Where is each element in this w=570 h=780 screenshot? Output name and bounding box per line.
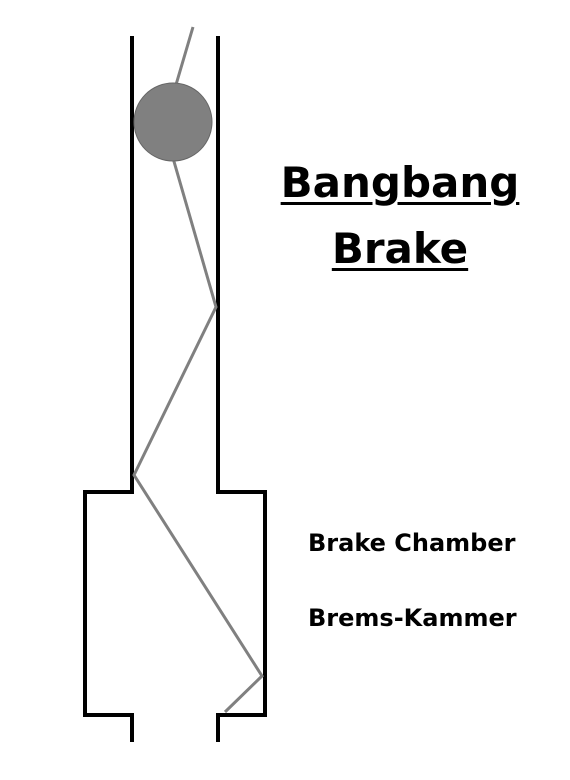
title-line-1: Bangbang (280, 158, 520, 207)
left-wall (83, 36, 134, 742)
ball (133, 82, 213, 162)
title-line-2: Brake (331, 224, 469, 273)
right-wall (216, 36, 267, 742)
tube-walls (83, 36, 267, 742)
label-brake-chamber: Brake Chamber (308, 529, 516, 557)
label-brems-kammer: Brems-Kammer (308, 604, 517, 632)
